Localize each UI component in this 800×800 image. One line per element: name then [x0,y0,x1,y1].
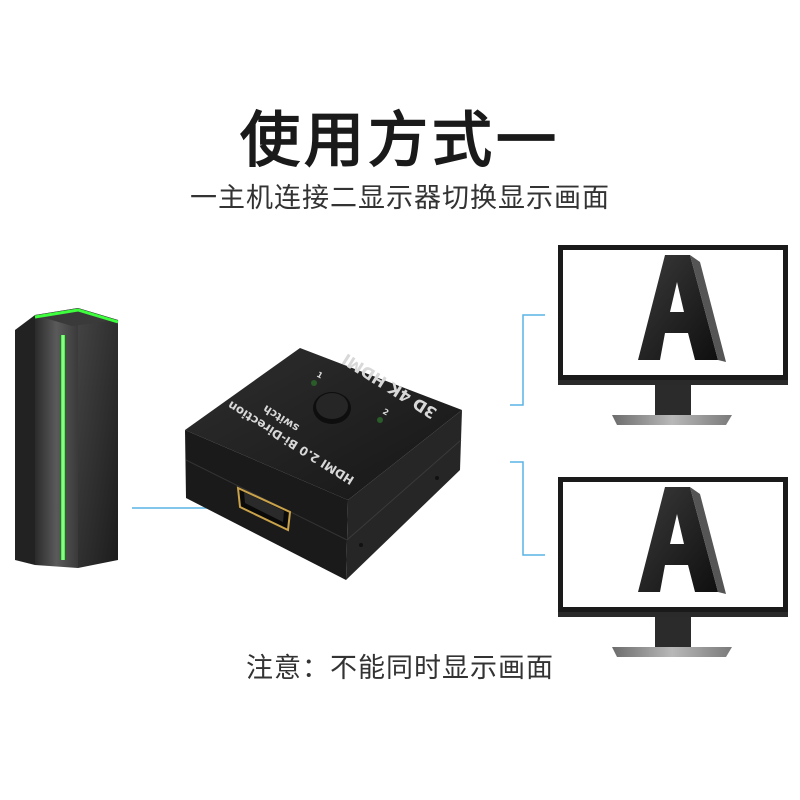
page-subtitle: 一主机连接二显示器切换显示画面 [190,183,610,214]
hdmi-switch-device: 1 2 3D 4K HDMI HDMI 2.0 Bi-Direction swi… [185,348,462,580]
hdmi-port [236,486,292,532]
monitor-top [558,245,788,425]
screw-hole [435,476,439,480]
letter-a-3d [638,255,726,362]
led-indicator-1 [311,380,317,386]
page-title: 使用方式一 [240,106,560,176]
monitor-bottom [558,477,788,657]
usage-note: 注意：不能同时显示画面 [246,653,554,684]
port-label-1: 1 [315,370,325,381]
port-label-2: 2 [381,407,390,418]
switch-button[interactable] [313,392,351,424]
pc-tower [15,308,119,568]
letter-a-3d [638,487,726,594]
monitor-connector-lines [510,314,545,556]
screw-hole [359,543,363,547]
pc-glow-strip-top [34,308,119,324]
led-indicator-2 [377,417,383,423]
